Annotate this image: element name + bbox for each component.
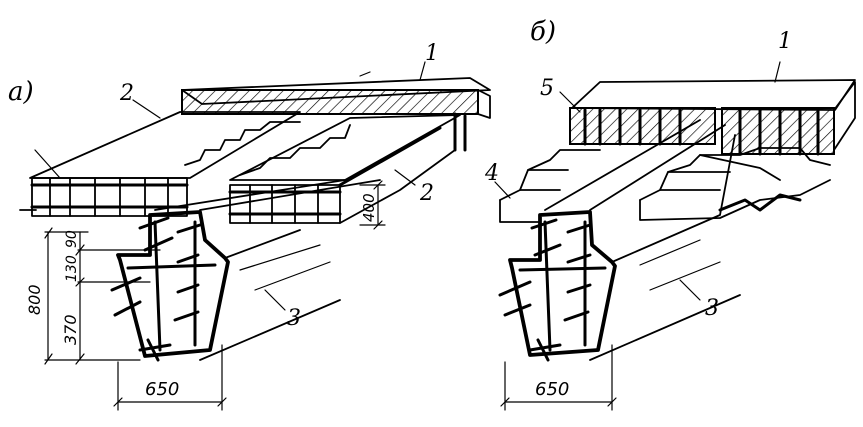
dim-130: 130 [64, 255, 80, 282]
panel-b-corrugated-deck [499, 147, 831, 223]
panel-b-callout-5: 5 [540, 76, 554, 101]
panel-b-main-beam [498, 119, 741, 362]
panel-b-callout-4: 4 [484, 161, 499, 186]
panel-a-callout-3: 3 [287, 306, 301, 331]
dim-370: 370 [61, 314, 80, 345]
dim-650-a: 650 [145, 379, 179, 400]
panel-a-callout-2b: 2 [419, 181, 434, 206]
dim-650-b: 650 [535, 379, 569, 400]
panel-a-dimensions [44, 180, 386, 411]
dim-90: 90 [64, 230, 80, 248]
panel-a-zigzag-joint [184, 121, 351, 176]
panel-a-floor-panel-left [19, 111, 301, 217]
panel-b-callout-3: 3 [705, 296, 719, 321]
dim-800: 800 [25, 284, 44, 315]
panel-a-main-beam [110, 179, 381, 362]
dim-400: 400 [360, 193, 378, 222]
panel-a: а) 1 2 2 3 800 90 130 370 400 650 [8, 41, 491, 411]
panel-b-top-slab [569, 79, 856, 156]
panel-b-label: б) [530, 17, 556, 47]
panel-a-leaders [132, 61, 426, 311]
panel-a-floor-panel-right [228, 114, 461, 224]
panel-b-leaders [494, 61, 781, 301]
panel-b: б) 1 5 4 3 650 [484, 17, 856, 411]
panel-a-callout-1: 1 [425, 41, 439, 66]
panel-a-label: а) [8, 77, 34, 107]
panel-b-callout-1: 1 [778, 29, 792, 54]
panel-a-top-slab [181, 77, 491, 152]
panel-a-callout-2: 2 [119, 81, 134, 106]
panel-b-dimensions [500, 344, 617, 411]
